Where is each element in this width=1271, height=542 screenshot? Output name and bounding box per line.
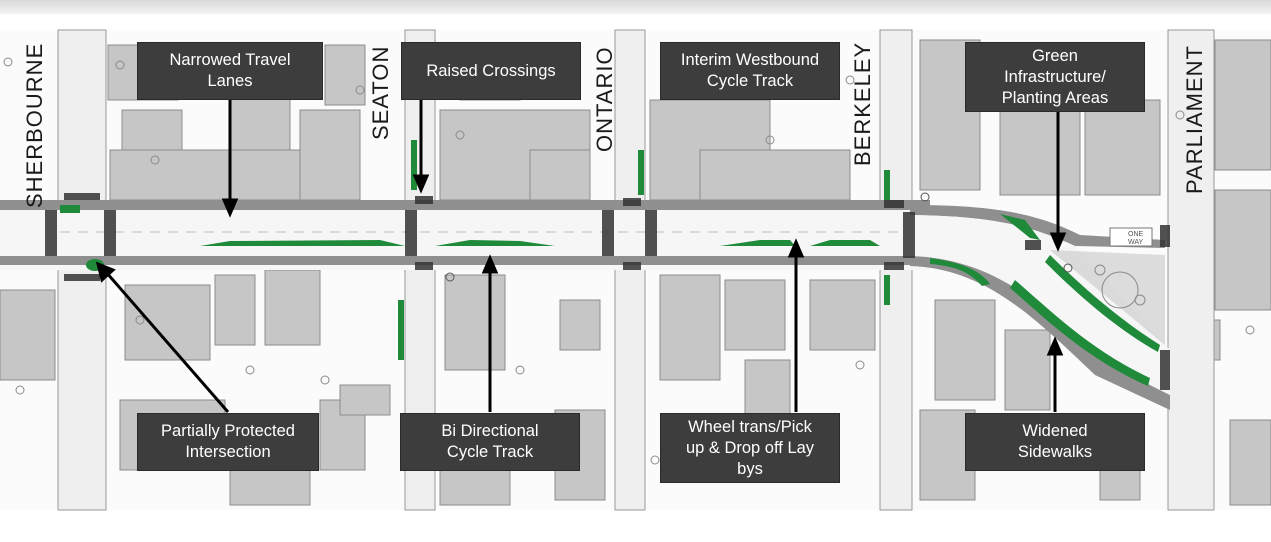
street-label-sherbourne: SHERBOURNE xyxy=(22,42,47,208)
callout-text: Raised Crossings xyxy=(426,61,556,80)
callout-text: Narrowed Travel Lanes xyxy=(169,51,291,90)
crosswalk-markings xyxy=(45,193,1170,390)
callout-text: Wheel trans/Pick up & Drop off Lay bys xyxy=(685,417,815,478)
street-label-parliament: PARLIAMENT xyxy=(1182,45,1207,194)
street-label-seaton: SEATON xyxy=(368,45,393,140)
callout-narrowed-travel-lanes: Narrowed Travel Lanes xyxy=(137,42,323,100)
callout-text: Interim Westbound Cycle Track xyxy=(680,51,820,90)
callout-green-infrastructure: Green Infrastructure/ Planting Areas xyxy=(965,42,1145,112)
callout-widened-sidewalks: Widened Sidewalks xyxy=(965,413,1145,471)
callout-text: Bi Directional Cycle Track xyxy=(441,422,539,461)
callout-raised-crossings: Raised Crossings xyxy=(401,42,581,100)
one-way-sign: ONE WAY xyxy=(1109,227,1153,247)
callout-text: Green Infrastructure/ Planting Areas xyxy=(1001,46,1109,107)
street-label-ontario: ONTARIO xyxy=(592,46,617,152)
callout-bi-directional-cycle-track: Bi Directional Cycle Track xyxy=(400,413,580,471)
one-way-text-top: ONE xyxy=(1128,231,1144,238)
green-planting-areas xyxy=(60,140,1160,386)
callout-wheel-trans-lay-bys: Wheel trans/Pick up & Drop off Lay bys xyxy=(660,413,840,483)
callout-text: Partially Protected Intersection xyxy=(161,422,295,461)
callout-text: Widened Sidewalks xyxy=(1017,422,1093,461)
callout-pointers xyxy=(95,100,1067,413)
callout-interim-westbound-cycle-track: Interim Westbound Cycle Track xyxy=(660,42,840,100)
small-signs xyxy=(445,192,1073,282)
building-footprints xyxy=(0,39,1271,506)
top-border xyxy=(0,0,1271,14)
one-way-text-bottom: WAY xyxy=(1128,239,1143,246)
street-label-berkeley: BERKELEY xyxy=(850,41,875,166)
callout-partially-protected-intersection: Partially Protected Intersection xyxy=(137,413,319,471)
